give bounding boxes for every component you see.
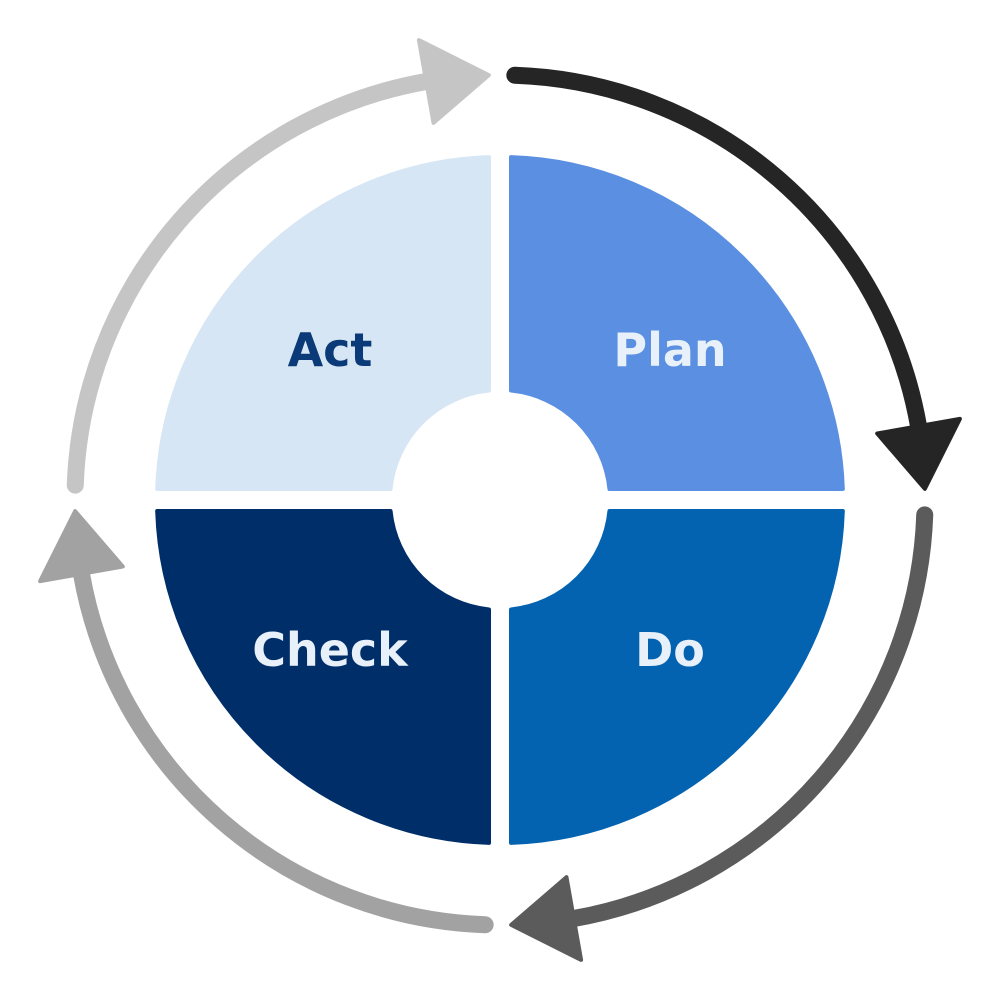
cycle-arrows (38, 38, 962, 962)
plan-quadrant (509, 155, 845, 491)
check-label: Check (252, 623, 409, 677)
check-to-act-arrow-shaft (72, 565, 494, 934)
act-label: Act (288, 323, 373, 377)
do-to-check-arrowhead-icon (509, 875, 584, 962)
do-quadrant (509, 509, 845, 845)
act-to-plan-arrow-shaft (66, 72, 435, 494)
cycle-quadrants (155, 155, 845, 845)
plan-to-do-arrow-shaft (506, 66, 928, 435)
check-quadrant (155, 509, 491, 845)
do-to-check-arrow-shaft (565, 506, 934, 928)
do-label: Do (635, 623, 705, 677)
plan-label: Plan (613, 323, 726, 377)
plan-to-do-arrowhead-icon (875, 416, 962, 491)
check-to-act-arrowhead-icon (38, 509, 125, 584)
act-to-plan-arrowhead-icon (416, 38, 491, 125)
act-quadrant (155, 155, 491, 491)
